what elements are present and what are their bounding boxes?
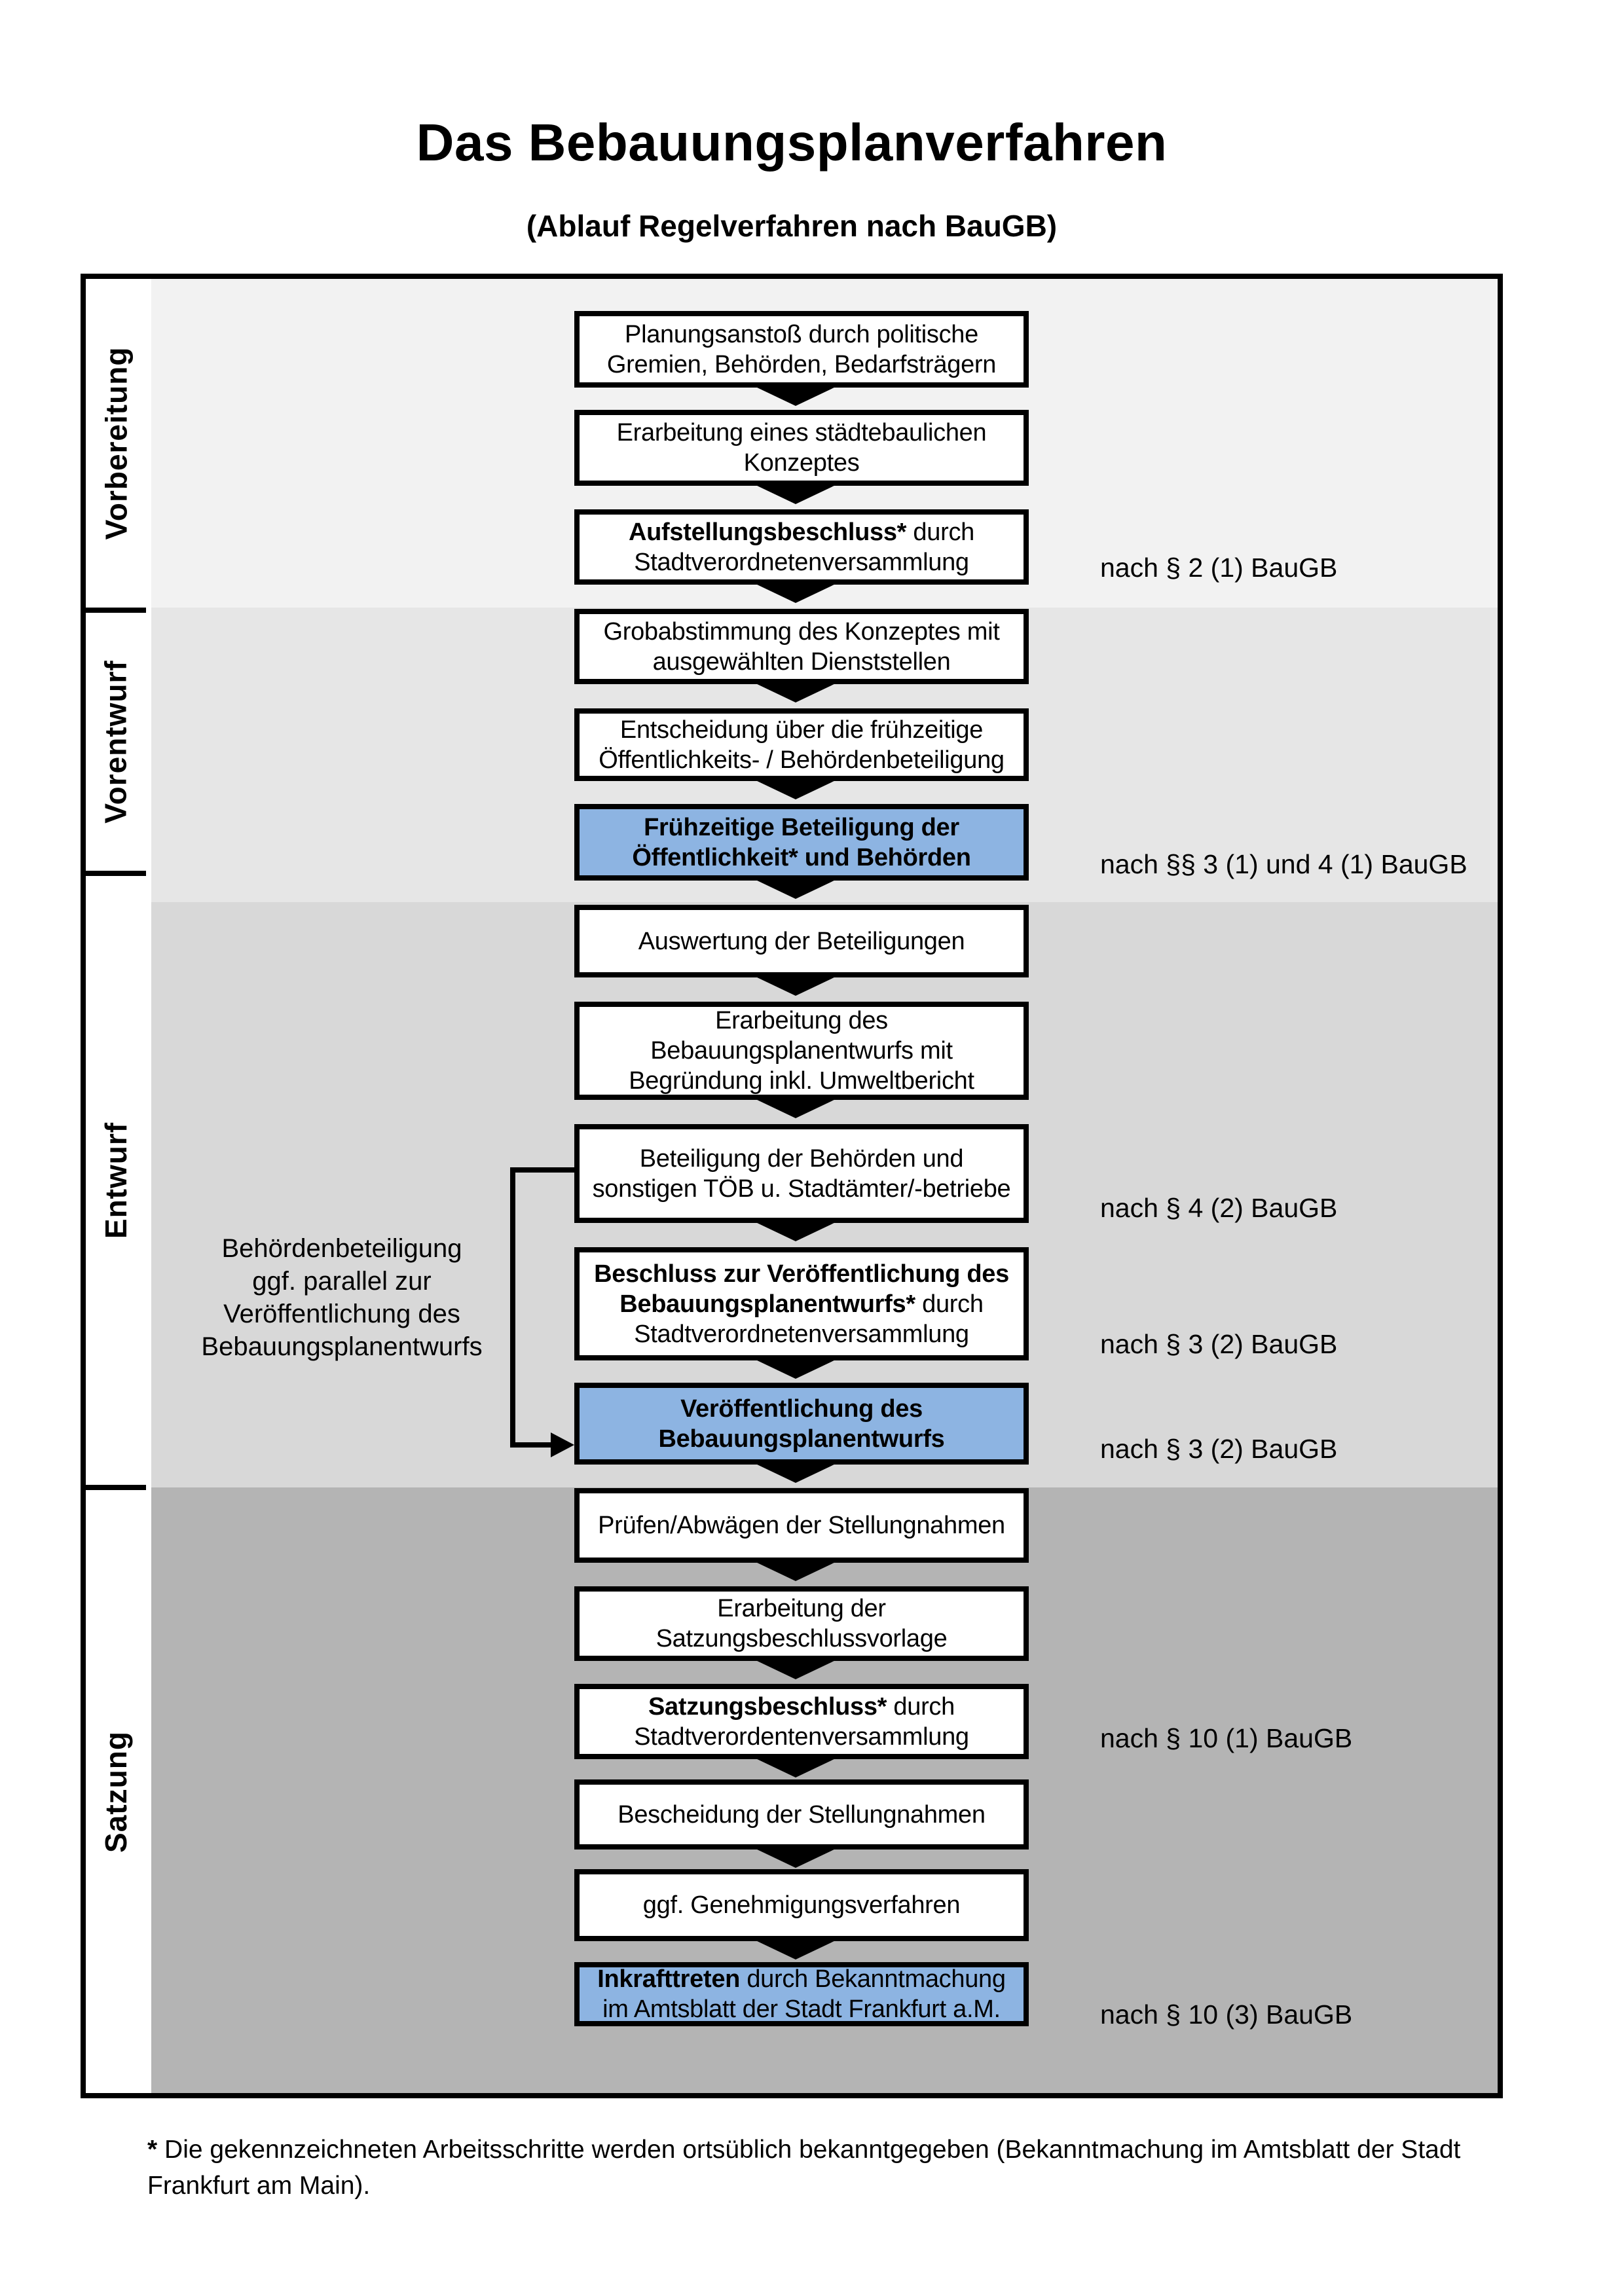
footnote: * Die gekennzeichneten Arbeitsschritte w…	[147, 2132, 1509, 2204]
flow-box-line: Entscheidung über die frühzeitige	[619, 716, 984, 744]
footnote-line: * Die gekennzeichneten Arbeitsschritte w…	[147, 2136, 1461, 2164]
legal-ref-7: nach § 10 (3) BauGB	[1100, 1999, 1353, 2030]
flow-box-line: Satzungsbeschluss* durch	[648, 1692, 955, 1721]
legal-ref-1: nach § 2 (1) BauGB	[1100, 553, 1338, 583]
section-label-satzung: Satzung	[99, 1730, 134, 1853]
flow-box-line: Öffentlichkeit* und Behörden	[632, 843, 971, 871]
section-cell-entwurf: Entwurf	[86, 876, 146, 1490]
flow-box-line: ggf. Genehmigungsverfahren	[642, 1891, 961, 1919]
flow-box-line: Erarbeitung eines städtebaulichen	[616, 419, 987, 446]
flow-box-line: Bescheidung der Stellungnahmen	[618, 1800, 986, 1829]
flow-box-line: Planungsanstoß durch politische	[625, 320, 978, 348]
flow-box-line: Bebauungsplanentwurfs* durch	[619, 1290, 984, 1318]
down-arrow-icon	[754, 780, 837, 799]
flow-box-12: Prüfen/Abwägen der Stellungnahmen	[574, 1488, 1029, 1563]
bracket-bottom-segment	[510, 1442, 551, 1448]
flow-box-line: sonstigen TÖB u. Stadtämter/-betriebe	[592, 1175, 1011, 1203]
bracket-vertical-segment	[510, 1167, 515, 1448]
side-note-line: ggf. parallel zur	[252, 1267, 432, 1296]
legal-ref-6: nach § 10 (1) BauGB	[1100, 1723, 1353, 1753]
flow-box-line: Stadtverordnetenversammlung	[634, 1320, 969, 1348]
flow-box-line: Grobabstimmung des Konzeptes mit	[603, 617, 1000, 646]
flow-box-line: Stadtverordnetenversammlung	[634, 548, 969, 576]
down-arrow-icon	[754, 1940, 837, 1959]
flow-box-line: Gremien, Behörden, Bedarfsträgern	[606, 350, 997, 378]
down-arrow-icon	[754, 1463, 837, 1483]
flow-box-line: im Amtsblatt der Stadt Frankfurt a.M.	[602, 1995, 1001, 2023]
down-arrow-icon	[754, 1359, 837, 1379]
bracket-top-segment	[513, 1167, 574, 1173]
down-arrow-icon	[754, 1222, 837, 1241]
flow-box-line: Prüfen/Abwägen der Stellungnahmen	[598, 1512, 1005, 1539]
flow-box-line: Begründung inkl. Umweltbericht	[629, 1067, 974, 1095]
down-arrow-icon	[754, 386, 837, 406]
legal-ref-3: nach § 4 (2) BauGB	[1100, 1193, 1338, 1223]
bracket-arrowhead-icon	[551, 1432, 574, 1457]
down-arrow-icon	[754, 484, 837, 504]
section-cell-satzung: Satzung	[86, 1490, 146, 2093]
flow-box-16: ggf. Genehmigungsverfahren	[574, 1869, 1029, 1941]
page-title: Das Bebauungsplanverfahren	[416, 113, 1168, 172]
down-arrow-icon	[754, 683, 837, 702]
flow-box-line: Beschluss zur Veröffentlichung des	[594, 1260, 1009, 1288]
side-note: Behördenbeteiligung ggf. parallel zur Ve…	[165, 1232, 519, 1363]
flow-box-line: Satzungsbeschlussvorlage	[655, 1625, 948, 1652]
flow-box-line: Bebauungsplanentwurfs mit	[650, 1037, 953, 1065]
down-arrow-icon	[754, 976, 837, 996]
section-label-vorbereitung: Vorbereitung	[99, 346, 134, 540]
down-arrow-icon	[754, 1848, 837, 1868]
legal-ref-4: nach § 3 (2) BauGB	[1100, 1329, 1338, 1359]
flow-box-7: Auswertung der Beteiligungen	[574, 905, 1029, 977]
down-arrow-icon	[754, 1561, 837, 1581]
side-note-line: Bebauungsplanentwurfs	[201, 1332, 483, 1361]
footnote-line: Frankfurt am Main).	[147, 2172, 371, 2200]
legal-ref-5: nach § 3 (2) BauGB	[1100, 1434, 1338, 1464]
page-subtitle: (Ablauf Regelverfahren nach BauGB)	[526, 209, 1058, 243]
section-cell-vorbereitung: Vorbereitung	[86, 279, 146, 613]
flow-box-line: Frühzeitige Beteiligung der	[644, 813, 959, 841]
flow-box-line: Konzeptes	[743, 449, 860, 477]
legal-ref-2: nach §§ 3 (1) und 4 (1) BauGB	[1100, 849, 1467, 879]
down-arrow-icon	[754, 1660, 837, 1679]
side-note-line: Veröffentlichung des	[223, 1300, 460, 1328]
flow-box-line: Beteiligung der Behörden und	[639, 1144, 964, 1173]
section-label-vorentwurf: Vorentwurf	[99, 660, 133, 824]
footnote-marker: *	[147, 2136, 158, 2164]
section-label-entwurf: Entwurf	[99, 1121, 134, 1239]
flow-box-line: ausgewählten Dienststellen	[652, 647, 951, 676]
flow-box-line: Veröffentlichung des	[680, 1394, 923, 1423]
flow-box-line: Erarbeitung der	[717, 1595, 886, 1622]
side-note-line: Behördenbeteiligung	[221, 1234, 462, 1263]
down-arrow-icon	[754, 1099, 837, 1118]
flow-box-line: Auswertung der Beteiligungen	[638, 927, 965, 955]
flow-box-line: Erarbeitung des	[715, 1007, 888, 1034]
down-arrow-icon	[754, 1758, 837, 1777]
flow-box-line: Bebauungsplanentwurfs	[658, 1425, 945, 1453]
flow-box-15: Bescheidung der Stellungnahmen	[574, 1779, 1029, 1850]
down-arrow-icon	[754, 879, 837, 899]
down-arrow-icon	[754, 583, 837, 603]
section-cell-vorentwurf: Vorentwurf	[86, 613, 146, 876]
flow-box-line: Aufstellungsbeschluss* durch	[629, 518, 974, 546]
flow-box-line: Inkrafttreten durch Bekanntmachung	[597, 1965, 1006, 1993]
flow-box-line: Öffentlichkeits- / Behördenbeteiligung	[599, 746, 1005, 774]
flow-box-line: Stadtverordentenversammlung	[634, 1722, 969, 1751]
